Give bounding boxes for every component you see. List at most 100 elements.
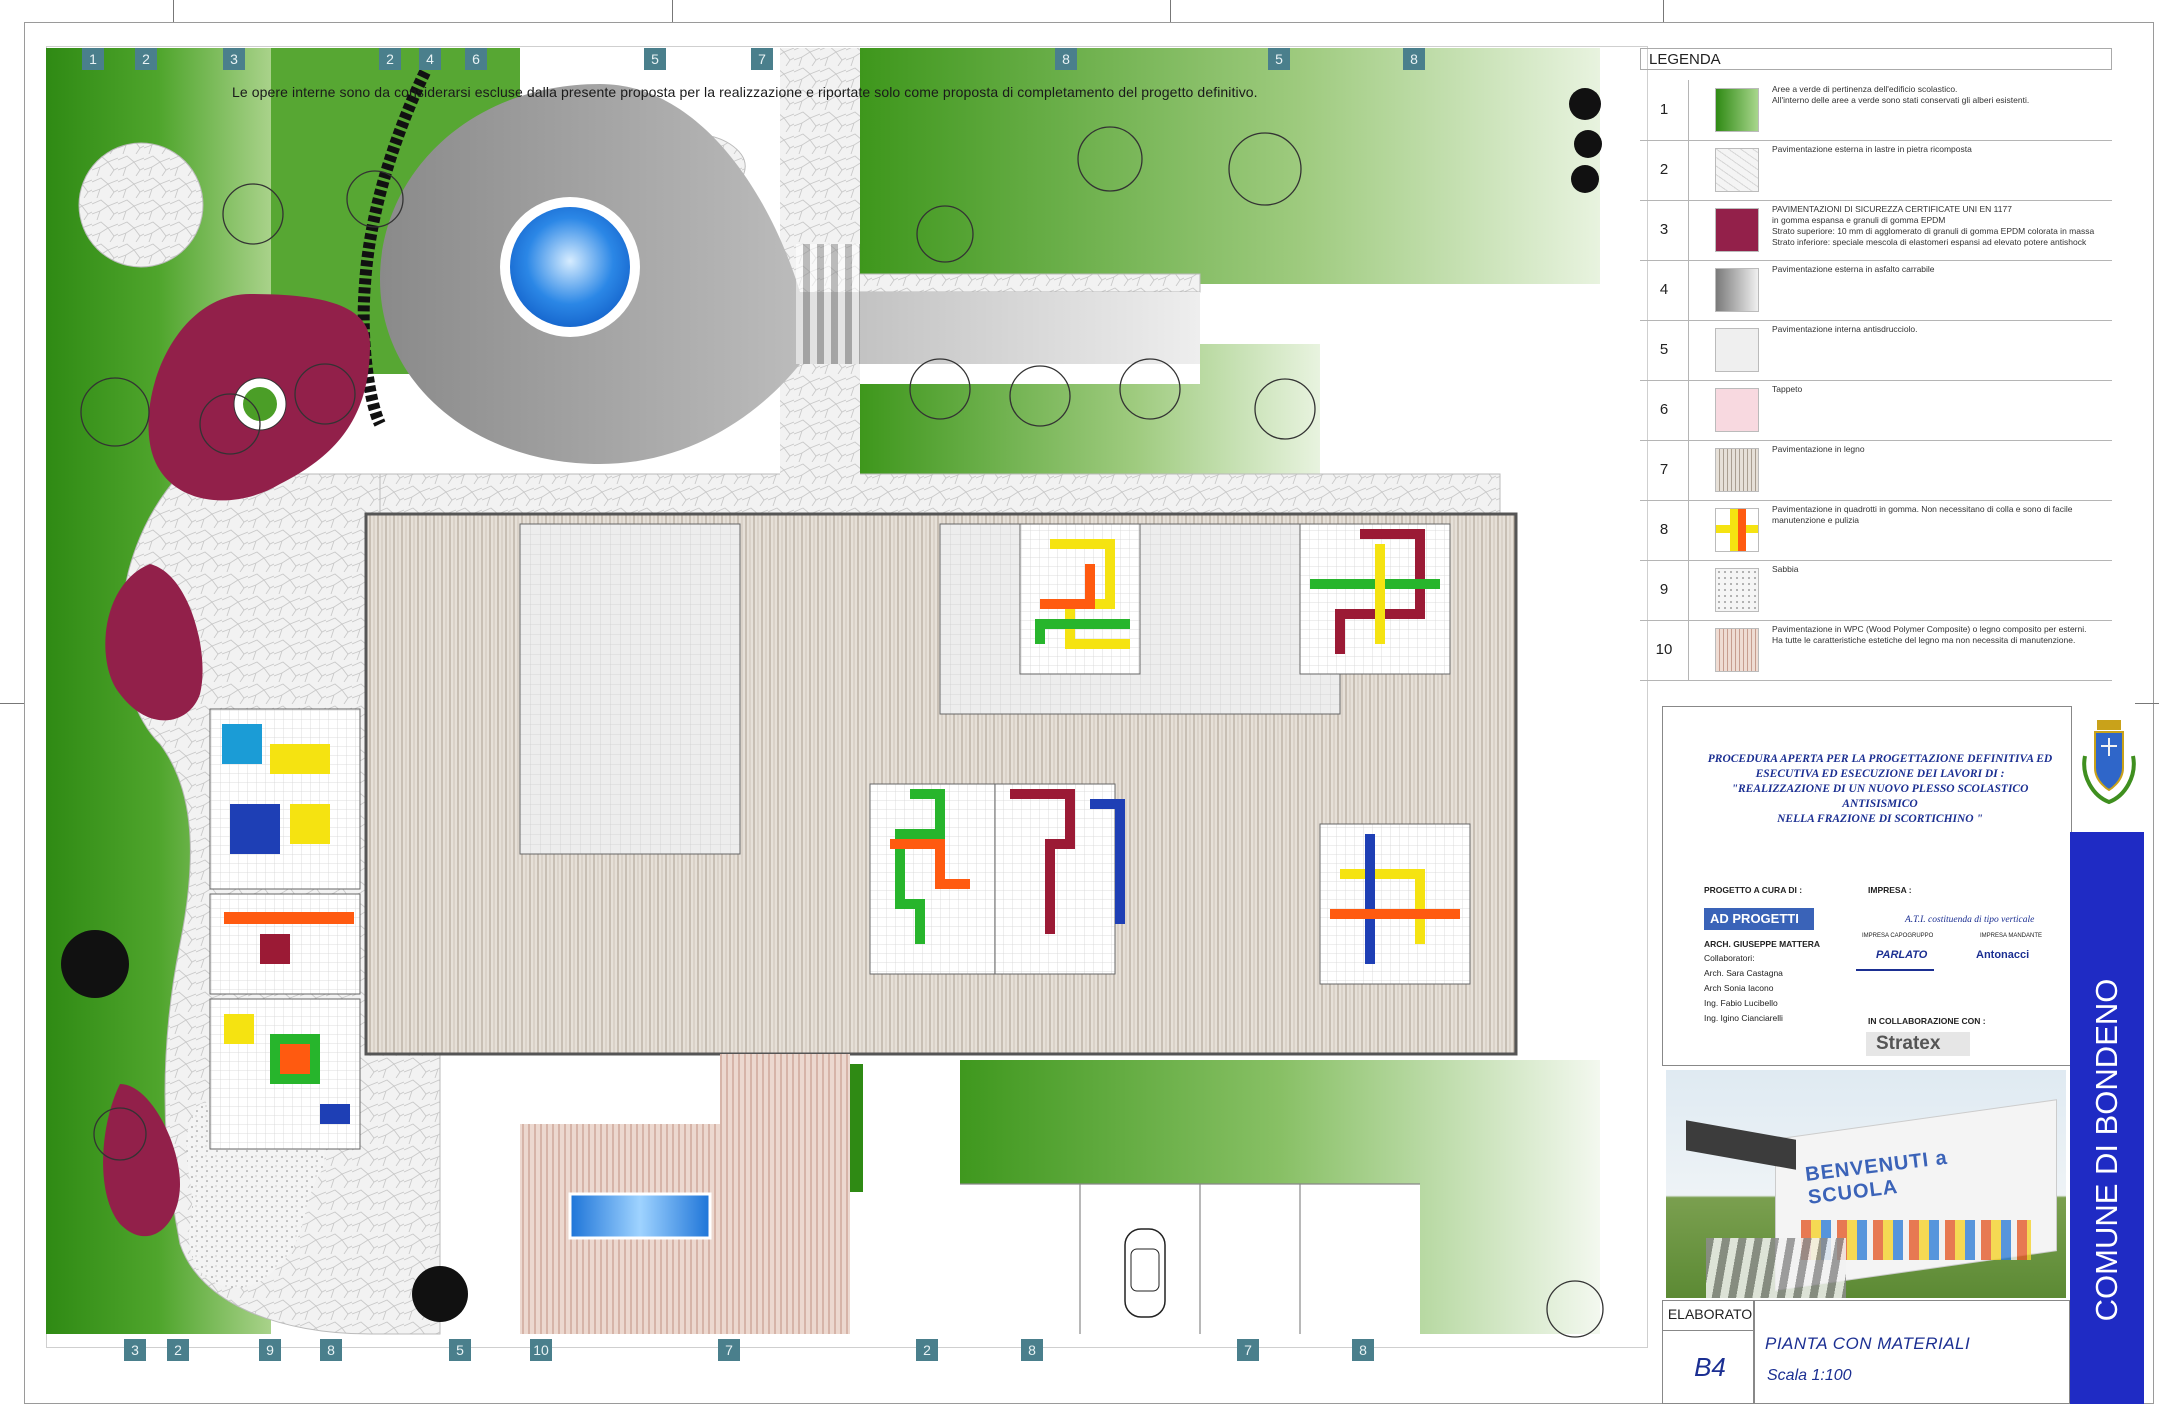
architect-name: ARCH. GIUSEPPE MATTERA bbox=[1704, 939, 1821, 949]
render-canopy bbox=[1686, 1120, 1796, 1170]
epdm-play-area-2 bbox=[105, 564, 203, 721]
section-marker: 2 bbox=[135, 48, 157, 70]
legend-text: Sabbia bbox=[1772, 564, 1799, 574]
coat-of-arms bbox=[2082, 720, 2136, 805]
swatch-carpet bbox=[1715, 388, 1759, 432]
school-render: BENVENUTI a SCUOLA bbox=[1666, 1070, 2066, 1298]
crop-mark bbox=[672, 0, 673, 22]
ati-note: A.T.I. costituenda di tipo verticale bbox=[1905, 915, 2035, 925]
legend-row: 3 PAVIMENTAZIONI DI SICUREZZA CERTIFICAT… bbox=[1640, 200, 2112, 261]
section-marker: 3 bbox=[223, 48, 245, 70]
swatch-rubber bbox=[1715, 508, 1759, 552]
elaborato-code: B4 bbox=[1694, 1352, 1726, 1382]
green-area-mid bbox=[860, 344, 1320, 474]
rubber-tiles bbox=[222, 529, 1460, 1124]
site-plan bbox=[46, 48, 1604, 1338]
play-tunnel-inner bbox=[243, 387, 277, 421]
impresa-label: IMPRESA : bbox=[1868, 885, 1912, 895]
collab-label: IN COLLABORAZIONE CON : bbox=[1868, 1016, 1986, 1026]
company-a-name: PARLATO bbox=[1876, 949, 1928, 961]
capogruppo-label: IMPRESA CAPOGRUPPO bbox=[1862, 933, 1934, 939]
plan-note: Le opere interne sono da considerarsi es… bbox=[232, 84, 1258, 100]
elaborato-divider bbox=[1662, 1330, 1754, 1331]
progetto-label: PROGETTO A CURA DI : bbox=[1704, 885, 1803, 895]
crop-mark bbox=[1170, 0, 1171, 22]
municipality-name: COMUNE DI BONDENO bbox=[2089, 978, 2124, 1322]
section-marker: 4 bbox=[419, 48, 441, 70]
legend-text: Pavimentazione in legno bbox=[1772, 444, 1865, 454]
epdm-play-area-3 bbox=[103, 1084, 180, 1237]
legend-row: 2 Pavimentazione esterna in lastre in pi… bbox=[1640, 140, 2112, 201]
collaborator: Ing. Fabio Lucibello bbox=[1704, 998, 1778, 1008]
company-b-logo: Antonacci bbox=[1976, 945, 2056, 969]
crop-mark bbox=[173, 0, 174, 22]
legend-number: 1 bbox=[1640, 80, 1689, 140]
swatch-stone bbox=[1715, 148, 1759, 192]
legend-number: 7 bbox=[1640, 440, 1689, 500]
swatch-wood bbox=[1715, 448, 1759, 492]
section-marker: 8 bbox=[1021, 1339, 1043, 1361]
legend-text: Tappeto bbox=[1772, 384, 1803, 394]
swatch-tile bbox=[1715, 328, 1759, 372]
legend-number: 2 bbox=[1640, 140, 1689, 200]
crosswalk bbox=[796, 244, 860, 364]
section-marker: 1 bbox=[82, 48, 104, 70]
drawing-title: PIANTA CON MATERIALI bbox=[1765, 1334, 1971, 1353]
company-b-name: Antonacci bbox=[1976, 949, 2030, 961]
kitchen-tiles bbox=[519, 523, 741, 855]
collab-company: Stratex bbox=[1876, 1033, 1941, 1054]
legend-row: 8 Pavimentazione in quadrotti in gomma. … bbox=[1640, 500, 2112, 561]
section-marker: 9 bbox=[259, 1339, 281, 1361]
legend-row: 9 Sabbia bbox=[1640, 560, 2112, 621]
firm-logo-text: AD PROGETTI bbox=[1710, 911, 1799, 926]
legend-text: Aree a verde di pertinenza dell'edificio… bbox=[1772, 84, 2030, 105]
legend-row: 6 Tappeto bbox=[1640, 380, 2112, 441]
legend-row: 10 Pavimentazione in WPC (Wood Polymer C… bbox=[1640, 620, 2112, 681]
fountain-pool bbox=[510, 207, 630, 327]
hedge bbox=[357, 69, 431, 427]
company-a-logo: PARLATO bbox=[1856, 945, 1934, 971]
green-area-top-right bbox=[860, 48, 1600, 284]
collaborator: Ing. Igino Cianciarelli bbox=[1704, 1013, 1783, 1023]
section-marker: 5 bbox=[449, 1339, 471, 1361]
legend-row: 5 Pavimentazione interna antisdrucciolo. bbox=[1640, 320, 2112, 381]
tender-heading: PROCEDURA APERTA PER LA PROGETTAZIONE DE… bbox=[1707, 753, 2053, 825]
legend-text: Pavimentazione in WPC (Wood Polymer Comp… bbox=[1772, 624, 2087, 645]
section-marker: 2 bbox=[379, 48, 401, 70]
legend-row: 4 Pavimentazione esterna in asfalto carr… bbox=[1640, 260, 2112, 321]
legend-number: 5 bbox=[1640, 320, 1689, 380]
legend-row: 7 Pavimentazione in legno bbox=[1640, 440, 2112, 501]
section-marker: 7 bbox=[718, 1339, 740, 1361]
green-area-bottom-right bbox=[960, 1060, 1600, 1334]
car bbox=[1124, 1228, 1166, 1318]
section-marker: 2 bbox=[916, 1339, 938, 1361]
firm-logo: AD PROGETTI bbox=[1704, 908, 1814, 930]
section-marker: 5 bbox=[644, 48, 666, 70]
legend-text: Pavimentazione interna antisdrucciolo. bbox=[1772, 324, 1918, 334]
section-marker: 5 bbox=[1268, 48, 1290, 70]
section-marker: 8 bbox=[320, 1339, 342, 1361]
asphalt-roundabout bbox=[380, 84, 1200, 464]
section-marker: 8 bbox=[1352, 1339, 1374, 1361]
swatch-asphalt bbox=[1715, 268, 1759, 312]
legend-number: 10 bbox=[1640, 620, 1689, 680]
legend-title: LEGENDA bbox=[1640, 48, 2112, 70]
legend-number: 6 bbox=[1640, 380, 1689, 440]
section-marker: 2 bbox=[167, 1339, 189, 1361]
section-marker: 7 bbox=[1237, 1339, 1259, 1361]
legend-row: 1 Aree a verde di pertinenza dell'edific… bbox=[1640, 80, 2112, 141]
mandante-label: IMPRESA MANDANTE bbox=[1980, 933, 2043, 939]
legend-number: 4 bbox=[1640, 260, 1689, 320]
wpc-deck bbox=[720, 1054, 850, 1174]
swatch-sand bbox=[1715, 568, 1759, 612]
section-marker: 6 bbox=[465, 48, 487, 70]
render-crosswalk bbox=[1706, 1238, 1846, 1298]
swatch-grass bbox=[1715, 88, 1759, 132]
parking-lines bbox=[960, 1183, 1420, 1334]
section-marker: 8 bbox=[1055, 48, 1077, 70]
crop-mark bbox=[1663, 0, 1664, 22]
shrub-group bbox=[61, 88, 1602, 1322]
swatch-epdm bbox=[1715, 208, 1759, 252]
drawing-title-box bbox=[1754, 1300, 2070, 1404]
legend-text: Pavimentazione esterna in lastre in piet… bbox=[1772, 144, 1972, 154]
